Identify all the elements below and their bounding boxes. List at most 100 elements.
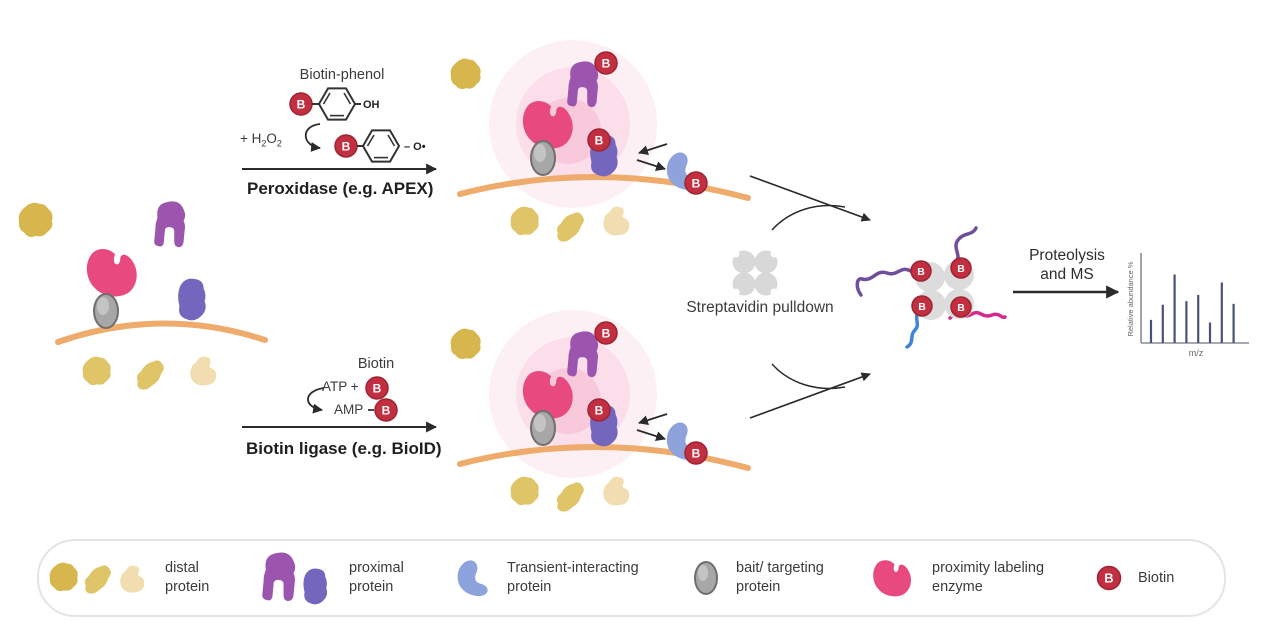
atp-label: ATP + [322,379,359,394]
biotin-icon: B [1096,565,1122,591]
catalysis-curved-arrow [307,387,325,414]
h2o2-sub: 2 [261,138,267,149]
clover-notch [770,250,778,258]
biotin-badge: B [587,128,611,152]
ms-y-axis-label: Relative abundance % [1126,261,1135,336]
peptide-strand-purple [855,267,914,297]
legend-label: Biotin [1138,569,1175,586]
legend-item-bait-protein: bait/ targeting protein [692,559,850,597]
labeled-cell-bioid: B B B [450,321,708,512]
legend-item-biotin: B Biotin [1096,565,1174,591]
distal-protein-icon [603,206,630,236]
distal-protein-icon [450,58,481,90]
legend-item-labeling-enzyme: proximity labeling enzyme [872,556,1064,600]
biotin-letter: B [602,327,611,341]
biotin-badge: B [374,398,398,422]
biotin-letter: B [917,266,925,278]
biotin-letter: B [595,404,604,418]
distal-protein-icon [556,212,584,242]
amp-label: AMP [334,402,364,417]
clover-notch [770,288,778,296]
distal-protein-icon [450,328,481,360]
arrow-top-to-complex [749,175,871,222]
legend-label: bait/ targeting protein [736,560,824,595]
legend-label: proximity labeling enzyme [932,560,1045,595]
distal-protein-icon [18,202,53,237]
equilibrium-arrows [636,413,668,441]
biotin-badge: B [587,398,611,422]
proximity-labeling-enzyme-icon [873,560,912,597]
bioid-enzyme-label: Biotin ligase (e.g. BioID) [246,439,442,458]
legend-label: Transient-interacting protein [507,560,639,595]
biotin-letter: B [342,140,351,154]
proximal-protein-icon [262,552,328,605]
biotin-badge: B [910,260,932,282]
figure-legend: distal protein proximal protein Transien… [37,539,1226,617]
legend-item-distal-protein: distal protein [49,558,223,598]
ms-x-axis-label: m/z [1189,348,1204,358]
membrane-arc-bottom [457,444,751,471]
arrow-flourish [771,363,846,390]
peptide-strand-blue [905,310,921,349]
apex-reaction-scheme: B OH B – O• [242,87,438,175]
distal-protein-icon [556,482,584,512]
legend-item-transient-protein: Transient-interacting protein [455,557,659,599]
biotin-badge: B [594,321,618,345]
biotin-letter: B [373,382,382,396]
h2o2-mid: O [266,131,277,146]
biotin-badge: B [365,376,389,400]
biotin-badge: B [594,51,618,75]
proteolysis-ms-label: Proteolysis and MS [1013,246,1121,285]
distal-protein-icon [603,476,630,506]
streptavidin-icon [732,250,778,296]
labeled-cell-apex: B B B [450,51,708,242]
biotin-badge: B [950,296,972,318]
unlabeled-cell [18,201,217,390]
proximity-labeling-enzyme-icon [86,249,137,297]
bait-highlight [534,144,546,162]
biotin-letter: B [957,263,965,275]
h2o2-prefix: + H [240,131,262,146]
arrow-flourish [771,204,846,231]
biotin-letter: B [297,98,306,112]
biotin-badge: B [911,295,933,317]
apex-enzyme-label: Peroxidase (e.g. APEX) [247,179,434,198]
biotin-badge: B [950,257,972,279]
h2o2-label: + H2O2 [240,131,282,150]
catalysis-curved-arrow [304,123,321,152]
legend-label: proximal protein [349,560,404,595]
bioid-reaction-scheme: B B [242,376,438,433]
bait-highlight [97,297,109,315]
biotin-badge: B [684,441,708,465]
arrow-bottom-to-complex [749,372,871,419]
proteolysis-line1: Proteolysis [1029,247,1105,264]
biotin-badge: B [289,92,313,116]
proximal-protein-icon [178,278,206,321]
distal-protein-icon [190,356,217,386]
membrane-arc-left [55,320,268,345]
h2o2-sub: 2 [276,138,282,149]
biotin-substrate-label: Biotin [357,356,395,372]
clover-notch [732,288,740,296]
proximal-protein-icon [154,201,186,248]
distal-protein-icon [82,356,111,386]
phenoxyl-ring-icon [362,129,400,163]
distal-protein-icon [49,562,145,594]
biotin-badge: B [684,171,708,195]
phenol-ring-icon [318,87,356,121]
transient-interacting-protein-icon [457,560,488,597]
biotin-letter: B [382,404,391,418]
radical-label: – O• [404,141,426,153]
clover-notch [732,250,740,258]
streptavidin-pulldown-label: Streptavidin pulldown [686,299,834,316]
legend-item-proximal-protein: proximal protein [257,550,415,606]
bait-highlight [534,414,546,432]
peptide-strand-purple [954,226,978,265]
converging-arrows [749,175,871,419]
biotin-letter: B [957,302,965,314]
bait-targeting-protein-icon [694,561,718,595]
hydroxyl-label: OH [363,99,380,111]
biotin-letter: B [602,57,611,71]
